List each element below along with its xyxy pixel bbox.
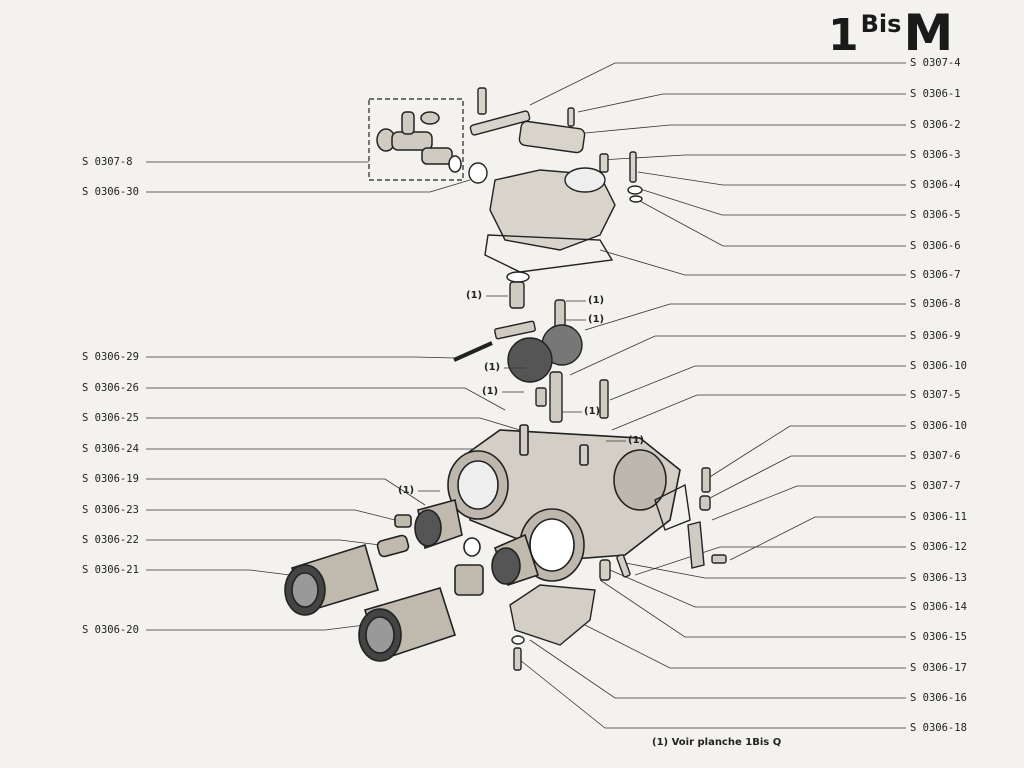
part-label-right: S 0306-7	[910, 269, 961, 281]
ref-note: (1)	[484, 362, 501, 373]
leader-line	[729, 516, 906, 561]
part-label-right: S 0306-18	[910, 722, 967, 734]
part-label-right: S 0306-14	[910, 601, 967, 613]
carburetor-cover	[468, 87, 643, 273]
venturi-parts	[284, 499, 540, 662]
part-label-right: S 0306-13	[910, 572, 967, 584]
leader-line	[584, 124, 906, 134]
part-label-right: S 0307-4	[910, 57, 961, 69]
title-bis: Bis	[860, 10, 902, 38]
leader-line	[599, 249, 906, 276]
part-label-left: S 0306-19	[82, 473, 139, 485]
part-label-left: S 0306-24	[82, 443, 139, 455]
leader-line	[637, 171, 906, 186]
part-label-right: S 0306-10	[910, 420, 967, 432]
part-label-right: S 0307-7	[910, 480, 961, 492]
part-label-right: S 0307-5	[910, 389, 961, 401]
part-label-right: S 0306-2	[910, 119, 961, 131]
part-label-left: S 0306-22	[82, 534, 139, 546]
leader-line	[584, 624, 906, 669]
leader-line	[705, 455, 906, 501]
part-label-right: S 0307-6	[910, 450, 961, 462]
leader-line	[146, 447, 521, 450]
leader-line	[146, 417, 521, 431]
part-label-right: S 0306-4	[910, 179, 961, 191]
part-label-right: S 0306-16	[910, 692, 967, 704]
leader-line	[146, 624, 366, 631]
part-label-right: S 0306-10	[910, 360, 967, 372]
ref-note: (1)	[482, 386, 499, 397]
leader-line	[619, 561, 906, 579]
leader-line	[599, 154, 906, 161]
leader-line	[584, 303, 906, 331]
ref-note: (1)	[584, 406, 601, 417]
title-number: 1	[828, 10, 859, 61]
leader-line	[146, 539, 381, 546]
leader-line	[611, 394, 906, 431]
linkage-parts	[654, 467, 727, 569]
title-letter: M	[903, 4, 954, 62]
part-label-left: S 0306-30	[82, 186, 139, 198]
leader-line	[636, 187, 906, 216]
part-label-right: S 0306-8	[910, 298, 961, 310]
plate-title: 1BisM	[828, 8, 953, 58]
ref-note: (1)	[628, 435, 645, 446]
part-label-left: S 0306-23	[82, 504, 139, 516]
leader-line	[146, 387, 506, 411]
leader-line	[146, 509, 396, 521]
leader-line	[634, 546, 906, 576]
fuel-inlet-fitting	[376, 111, 462, 173]
part-label-left: S 0306-29	[82, 351, 139, 363]
part-label-left: S 0306-21	[82, 564, 139, 576]
part-label-left: S 0306-26	[82, 382, 139, 394]
leader-line	[146, 478, 426, 506]
carburetor-body	[447, 424, 681, 582]
part-label-right: S 0306-9	[910, 330, 961, 342]
part-label-left: S 0306-20	[82, 624, 139, 636]
float-assembly	[453, 271, 609, 423]
leader-line	[637, 199, 906, 247]
ref-note: (1)	[466, 290, 483, 301]
ref-note: (1)	[398, 485, 415, 496]
leader-line	[529, 639, 906, 699]
part-label-right: S 0306-1	[910, 88, 961, 100]
ref-note: (1)	[588, 295, 605, 306]
part-label-right: S 0306-3	[910, 149, 961, 161]
leader-line	[609, 365, 906, 401]
part-label-right: S 0306-15	[910, 631, 967, 643]
leader-line	[599, 579, 906, 638]
part-label-right: S 0306-11	[910, 511, 967, 523]
leader-line	[146, 356, 456, 359]
leader-line	[529, 62, 906, 106]
part-label-right: S 0306-5	[910, 209, 961, 221]
leader-line	[569, 335, 906, 376]
part-label-right: S 0306-12	[910, 541, 967, 553]
leader-line	[146, 569, 291, 576]
leader-line	[609, 569, 906, 608]
leader-line	[711, 485, 906, 521]
leader-line	[519, 659, 906, 729]
part-label-right: S 0306-17	[910, 662, 967, 674]
part-label-left: S 0307-8	[82, 156, 133, 168]
ref-note: (1)	[588, 314, 605, 325]
leader-line	[704, 425, 906, 481]
bottom-cover	[509, 554, 631, 671]
leader-line	[577, 93, 906, 113]
part-label-left: S 0306-25	[82, 412, 139, 424]
leader-line	[146, 179, 471, 193]
part-label-right: S 0306-6	[910, 240, 961, 252]
footnote: (1) Voir planche 1Bis Q	[652, 737, 782, 748]
